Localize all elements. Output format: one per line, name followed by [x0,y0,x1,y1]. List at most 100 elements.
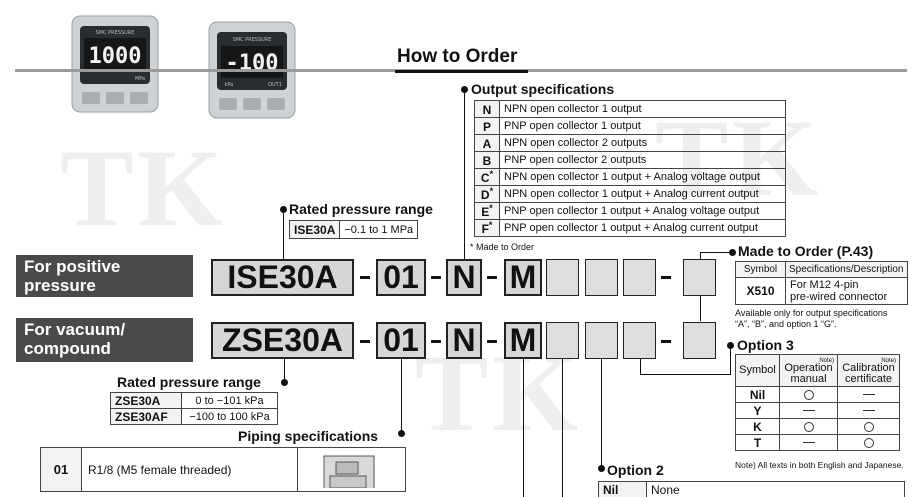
rated-positive-model: ISE30A [288,220,341,239]
mto-desc-line1: For M12 4-pin [790,279,859,291]
fitting-image [297,447,406,492]
option3-cert-cell [837,402,900,419]
leader-box2 [601,358,602,466]
rated-positive-table: ISE30A −0.1 to 1 MPa [288,220,419,239]
option3-cert-line2: certificate [844,372,893,385]
option3-cert-cell [837,386,900,403]
code-model-positive: ISE30A [211,259,354,296]
output-spec-symbol-letter: C [480,171,490,185]
option3-col-manual: Note) Operation manual [779,354,838,387]
output-spec-symbol-letter: B [482,154,492,168]
option2-table: Nil None [598,481,905,497]
option3-manual-line1: Operation [784,361,833,374]
leader-rated-positive [283,209,284,259]
rated-vacuum-dot [281,379,288,386]
dash-1 [360,276,370,279]
output-spec-desc: PNP open collector 1 output [499,117,786,135]
device-2-readout: -100 [226,51,279,76]
made-to-order-note: * Made to Order [470,242,535,252]
device-1-unit: MPa [135,76,145,82]
band-vacuum: For vacuum/ compound pressure [16,318,193,377]
option3-col-cert: Note) Calibration certificate [837,354,900,387]
piping-code: 01 [40,447,82,492]
rated-positive-range: −0.1 to 1 MPa [339,220,419,239]
leader-made-to-order-v [700,252,701,259]
leader-box3 [640,358,641,375]
option3-manual-line2: manual [790,372,827,385]
output-spec-symbol: A [474,134,500,152]
rated-vacuum-model: ZSE30A [110,392,182,409]
dash-8 [661,340,671,343]
option3-cert-note: Note) [881,358,896,364]
output-spec-row: C*NPN open collector 1 output + Analog v… [474,168,786,186]
output-spec-row: E*PNP open collector 1 output + Analog v… [474,202,786,220]
output-spec-symbol: E* [474,202,500,220]
rated-vacuum-range: 0 to −101 kPa [181,392,278,409]
output-spec-desc: NPN open collector 1 output + Analog cur… [499,185,786,203]
option3-row: T [735,434,900,451]
leader-output [464,89,465,259]
leader-port [401,358,402,432]
option3-table: Symbol Note) Operation manual Note) Cali… [735,354,900,451]
option2-desc: None [646,481,905,497]
option3-symbol: Y [735,402,780,419]
leader-m [523,358,524,497]
output-spec-symbol-letter: E [481,205,490,219]
option3-row: Nil [735,386,900,403]
band-positive: For positive pressure [16,255,193,297]
made-to-order-dot [729,249,736,256]
watermark-left: TK [60,127,227,249]
dash-6 [431,340,441,343]
option3-col-symbol: Symbol [735,354,780,387]
option3-symbol: K [735,418,780,435]
leader-mto-down [700,296,701,321]
made-to-order-table: Symbol Specifications/Description X510 F… [735,261,908,305]
device-1-readout: 1000 [89,44,142,69]
dash-7 [487,340,497,343]
leader-opt3-h [640,374,730,375]
not-included-dash-icon [802,410,815,412]
output-spec-symbol: D* [474,185,500,203]
rated-vacuum-model: ZSE30AF [110,408,182,425]
not-included-dash-icon [802,442,815,444]
mto-availability-note-2: “A”, “B”, and option 1 “G”. [735,319,837,329]
dash-3 [487,276,497,279]
option2-heading: Option 2 [607,462,664,478]
option3-cert-line1: Calibration [842,361,895,374]
output-spec-desc: NPN open collector 1 output [499,100,786,118]
rated-vacuum-row: ZSE30AF−100 to 100 kPa [110,408,278,425]
option3-col-symbol-label: Symbol [739,364,776,376]
band-vacuum-line2: compound pressure [24,339,111,377]
output-spec-symbol-letter: D [480,188,490,202]
not-included-dash-icon [862,394,875,396]
pressure-switch-photo-1: 1000 SMC PRESSURE MPa [70,14,160,114]
piping-dot [398,430,405,437]
output-spec-symbol-letter: F [481,222,489,236]
code-option-vacuum: M [504,322,542,359]
code-box-option3-vacuum [623,322,656,359]
included-circle-icon [863,421,874,432]
option3-note: Note) All texts in both English and Japa… [735,460,904,470]
option3-cert-cell [837,418,900,435]
option2-dot [598,465,605,472]
output-spec-symbol: F* [474,219,500,237]
code-option-positive: M [504,259,542,296]
leader-made-to-order [700,252,733,253]
output-spec-star: * [489,203,493,213]
leader-box1 [562,358,563,497]
option3-row: Y [735,402,900,419]
output-spec-symbol: P [474,117,500,135]
code-output-vacuum: N [446,322,482,359]
code-port-vacuum: 01 [376,322,426,359]
included-circle-icon [803,421,814,432]
output-spec-star: * [489,169,494,179]
option3-dot [727,342,734,349]
code-box-option2-positive [585,259,618,296]
option3-symbol: T [735,434,780,451]
option3-heading: Option 3 [737,337,794,353]
mto-col-symbol: Symbol [735,261,786,278]
